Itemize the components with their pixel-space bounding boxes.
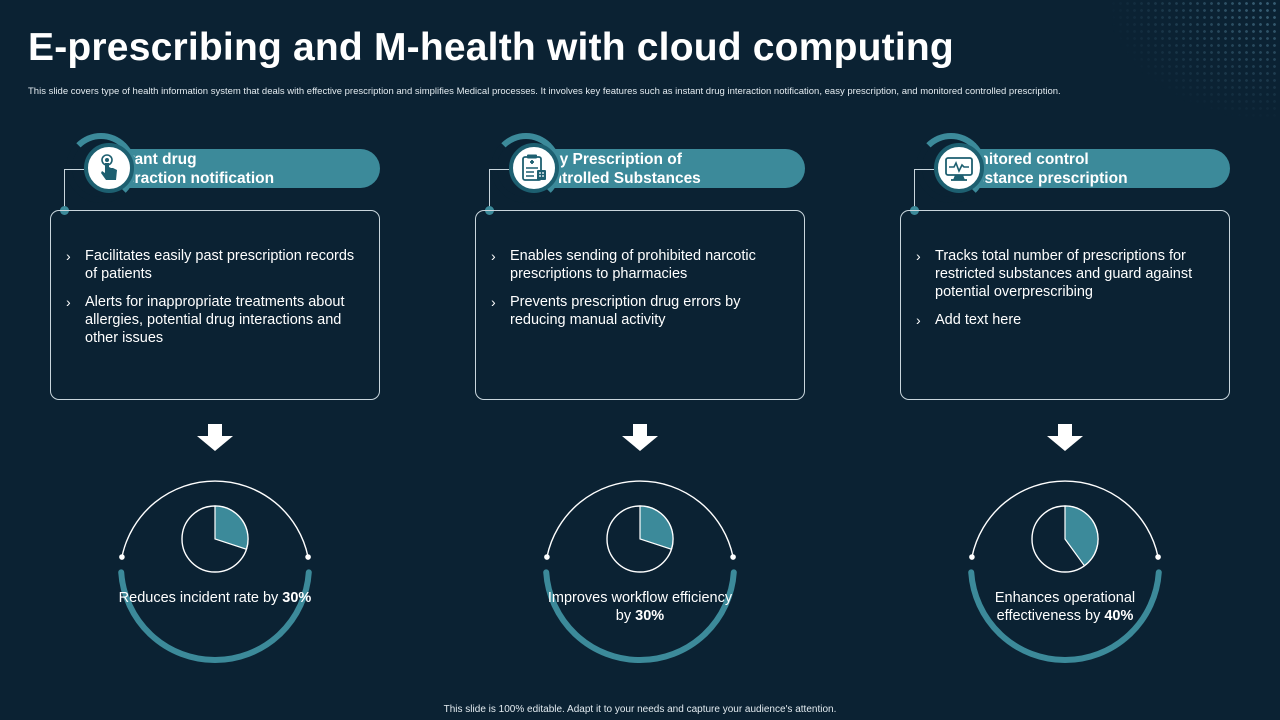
gauge-lower-arc [968, 569, 1162, 663]
result-value: 40% [1104, 608, 1134, 624]
result-text: Improves workflow efficiency by 30% [547, 590, 733, 624]
result-text: Reduces incident rate by 30% [118, 590, 312, 606]
chevron-right-icon: › [916, 312, 921, 328]
decorative-dot-pattern [1110, 0, 1280, 120]
pie-slice [214, 505, 249, 550]
gauge-arc-endpoint [1155, 554, 1161, 560]
pie-slice [1064, 505, 1099, 567]
down-arrow-icon [622, 424, 658, 451]
down-arrow-icon [1047, 424, 1083, 451]
chevron-right-icon: › [66, 248, 71, 264]
result-text: Enhances operational effectiveness by 40… [994, 590, 1136, 624]
slide-subtitle: This slide covers type of health informa… [28, 86, 1061, 97]
slide-footer: This slide is 100% editable. Adapt it to… [443, 704, 837, 715]
prescription-clipboard-icon [509, 143, 559, 193]
list-item: ›Add text here [916, 312, 1022, 328]
feature-details-box: ›Facilitates easily past prescription re… [50, 210, 380, 400]
touch-hand-icon [84, 143, 134, 193]
feature-details-box: ›Enables sending of prohibited narcotic … [475, 210, 805, 400]
feature-details-box: ›Tracks total number of prescriptions fo… [900, 210, 1230, 400]
gauge-arc-endpoint [730, 554, 736, 560]
list-item: ›Prevents prescription drug errors by re… [491, 294, 741, 328]
feature-bullet-list: ›Facilitates easily past prescription re… [51, 211, 379, 347]
chevron-right-icon: › [491, 248, 496, 264]
list-item: ›Tracks total number of prescriptions fo… [916, 248, 1193, 300]
feature-bullet-list: ›Enables sending of prohibited narcotic … [476, 211, 804, 329]
gauge-lower-arc [543, 569, 737, 663]
result-value: 30% [282, 590, 312, 606]
connector-line [489, 169, 509, 211]
result-value: 30% [635, 608, 665, 624]
down-arrow-icon [197, 424, 233, 451]
result-gauge [968, 480, 1162, 663]
result-gauge [118, 480, 312, 663]
gauge-arc-endpoint [969, 554, 975, 560]
health-monitor-icon [934, 143, 984, 193]
result-gauge [543, 480, 737, 663]
chevron-right-icon: › [66, 294, 71, 310]
gauge-upper-arc [121, 480, 309, 558]
gauge-arc-endpoint [119, 554, 125, 560]
connector-line [64, 169, 84, 211]
pie-slice [639, 505, 674, 550]
feature-bullet-list: ›Tracks total number of prescriptions fo… [901, 211, 1229, 329]
gauge-lower-arc [118, 569, 312, 663]
gauge-arc-endpoint [305, 554, 311, 560]
slide-title: E-prescribing and M-health with cloud co… [28, 26, 954, 69]
chevron-right-icon: › [916, 248, 921, 264]
gauge-upper-arc [546, 480, 734, 558]
chevron-right-icon: › [491, 294, 496, 310]
connector-line [914, 169, 934, 211]
gauge-arc-endpoint [544, 554, 550, 560]
list-item: ›Enables sending of prohibited narcotic … [491, 248, 756, 282]
list-item: ›Facilitates easily past prescription re… [66, 248, 355, 282]
list-item: ›Alerts for inappropriate treatments abo… [66, 294, 345, 346]
gauge-upper-arc [971, 480, 1159, 558]
